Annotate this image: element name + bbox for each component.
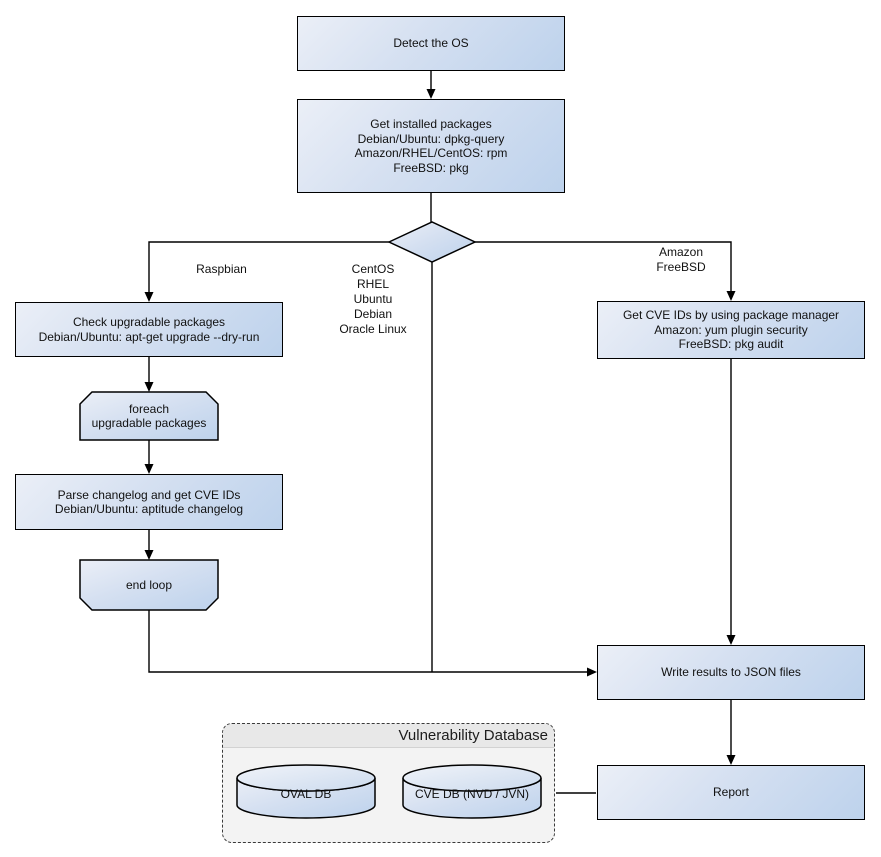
- arrowhead: [426, 89, 436, 99]
- oval-db-cylinder: [236, 764, 376, 819]
- arrowhead: [144, 550, 154, 560]
- end-loop-shape: [79, 559, 219, 611]
- node-get-installed-packages: Get installed packages Debian/Ubuntu: dp…: [297, 99, 565, 193]
- node-check-upgradable-packages: Check upgradable packages Debian/Ubuntu:…: [15, 302, 283, 357]
- node-detect-os: Detect the OS: [297, 16, 565, 71]
- vulnerability-database-header: Vulnerability Database: [223, 724, 554, 748]
- edge-label-raspbian: Raspbian: [196, 262, 247, 276]
- edge-label-amazon-freebsd: Amazon FreeBSD: [656, 245, 706, 274]
- edge-endloop-to-write: [148, 610, 587, 673]
- arrowhead: [587, 667, 597, 677]
- edge-decision-to-check: [148, 241, 389, 292]
- arrowhead: [726, 755, 736, 765]
- edge-decision-to-getcve: [475, 241, 732, 291]
- vulnerability-database-title: Vulnerability Database: [398, 727, 548, 744]
- foreach-loop-shape: [79, 391, 219, 441]
- arrowhead: [144, 292, 154, 302]
- node-get-cve-ids: Get CVE IDs by using package manager Ama…: [597, 301, 865, 359]
- node-parse-changelog: Parse changelog and get CVE IDs Debian/U…: [15, 474, 283, 530]
- os-decision-diamond: [387, 221, 477, 263]
- node-write-results-json: Write results to JSON files: [597, 645, 865, 700]
- arrowhead: [726, 291, 736, 301]
- arrowhead: [726, 635, 736, 645]
- arrowhead: [144, 464, 154, 474]
- cve-db-cylinder: [402, 764, 542, 819]
- edge-label-centos-rhel-ubuntu-debian-oracle: CentOS RHEL Ubuntu Debian Oracle Linux: [339, 262, 407, 336]
- arrowhead: [144, 382, 154, 392]
- node-report: Report: [597, 765, 865, 820]
